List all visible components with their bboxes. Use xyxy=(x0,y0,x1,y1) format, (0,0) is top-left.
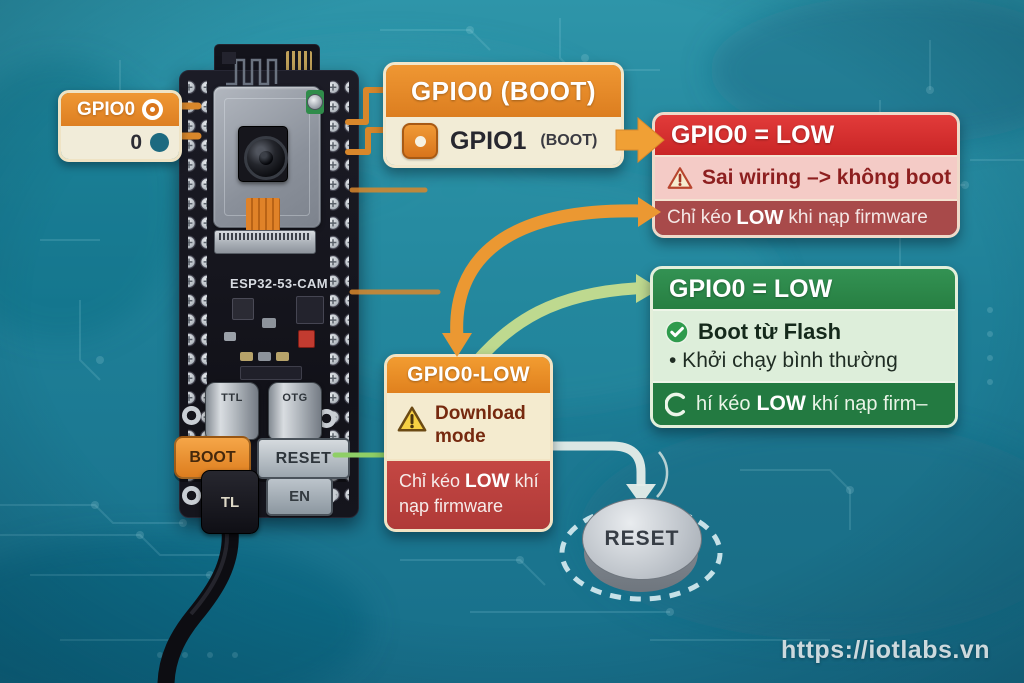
gpio0-boot-box: GPIO0 (BOOT) GPIO1 (BOOT) xyxy=(383,62,624,168)
mounting-hole xyxy=(182,406,201,425)
reset-push-button: RESET xyxy=(582,498,702,594)
gpio0-low-ok-box: GPIO0 = LOW Boot từ Flash • Khởi chạy bì… xyxy=(650,266,958,428)
gpio1-mode: (BOOT) xyxy=(540,132,598,149)
lens-core xyxy=(259,151,273,165)
mounting-hole xyxy=(182,486,201,505)
note-bold: LOW xyxy=(465,470,510,492)
reset-button-label: RESET xyxy=(275,449,332,467)
usb-port-ttl: TTL xyxy=(205,382,259,440)
led-component xyxy=(306,90,324,114)
usb-otg-label: OTG xyxy=(282,392,308,404)
badge-value: 0 xyxy=(130,130,142,154)
note-bold: LOW xyxy=(736,206,784,229)
capacitor xyxy=(224,332,236,341)
ok-body: Boot từ Flash • Khởi chạy bình thường xyxy=(653,309,955,383)
wrong-warning-row: Sai wiring –> không boot xyxy=(655,155,957,201)
pin-square-icon xyxy=(402,123,438,159)
wrong-warning-text: Sai wiring –> không boot xyxy=(702,166,952,189)
fpc-connector xyxy=(214,230,316,254)
note-text: khi nạp firmware xyxy=(788,207,928,228)
ic-chip xyxy=(240,366,302,380)
gpio0-pin-badge: GPIO0 0 xyxy=(58,90,182,162)
camera-ribbon-cable xyxy=(246,198,280,234)
wrong-note-row: Chỉ kéo LOW khi nạp firmware xyxy=(655,201,957,235)
gpio0-low-wrong-box: GPIO0 = LOW Sai wiring –> không boot Chỉ… xyxy=(652,112,960,238)
camera-lens xyxy=(244,136,288,180)
reset-button: RESET xyxy=(257,438,350,479)
download-warning-row: Download mode xyxy=(387,393,550,461)
note-bold: LOW xyxy=(756,392,806,415)
gpio0-boot-header: GPIO0 (BOOT) xyxy=(386,65,621,117)
board-silkscreen-label: ESP32-53-CAM xyxy=(230,276,328,291)
boot-button-label: BOOT xyxy=(189,448,236,466)
capacitor xyxy=(262,318,276,328)
usb-ttl-label: TTL xyxy=(221,392,243,404)
ic-chip xyxy=(296,296,324,324)
note-text: khí nạp firm– xyxy=(811,392,928,415)
ic-chip xyxy=(232,298,254,320)
check-circle-icon xyxy=(665,320,689,344)
en-button-label: EN xyxy=(289,488,310,505)
ok-line1: Boot từ Flash xyxy=(665,319,955,345)
reset-button-top: RESET xyxy=(582,498,702,580)
tl-connector: TL xyxy=(201,470,259,534)
download-note-row: Chỉ kéo LOW khí nạp firmware xyxy=(387,460,550,529)
ok-line1-text: Boot từ Flash xyxy=(698,319,842,344)
download-warning-text: Download mode xyxy=(435,403,526,447)
note-text: Chỉ kéo xyxy=(667,207,732,228)
capacitor xyxy=(258,352,271,361)
warning-triangle-icon xyxy=(397,406,427,432)
download-header: GPIO0-LOW xyxy=(387,357,550,393)
capacitor xyxy=(240,352,253,361)
wrong-header: GPIO0 = LOW xyxy=(655,115,957,155)
note-text: Chỉ kéo xyxy=(399,470,461,491)
site-watermark: https://iotlabs.vn xyxy=(781,636,990,664)
usb-port-otg: OTG xyxy=(268,382,322,440)
gpio1-label: GPIO1 xyxy=(450,126,527,155)
badge-label: GPIO0 xyxy=(76,98,136,120)
component-ring xyxy=(307,94,323,110)
capacitor xyxy=(276,352,289,361)
badge-body: 0 xyxy=(61,126,179,159)
ok-note-row: hí kéo LOW khí nạp firm– xyxy=(653,383,955,425)
gpio0-low-download-box: GPIO0-LOW Download mode Chỉ kéo LOW khí … xyxy=(384,354,553,532)
teal-dot-icon xyxy=(150,133,169,152)
warning-triangle-icon xyxy=(667,167,693,189)
ok-header: GPIO0 = LOW xyxy=(653,269,955,309)
badge-header: GPIO0 xyxy=(61,93,179,126)
tl-connector-label: TL xyxy=(220,493,240,511)
reset-push-button-label: RESET xyxy=(604,527,680,550)
note-text: hí kéo xyxy=(696,392,751,415)
open-c-arc-icon xyxy=(665,392,685,416)
en-button: EN xyxy=(266,477,333,516)
ring-circle-icon xyxy=(142,99,164,120)
ok-line2: • Khởi chạy bình thường xyxy=(669,349,898,372)
red-component xyxy=(298,330,315,348)
gpio0-boot-body: GPIO1 (BOOT) xyxy=(386,117,621,165)
